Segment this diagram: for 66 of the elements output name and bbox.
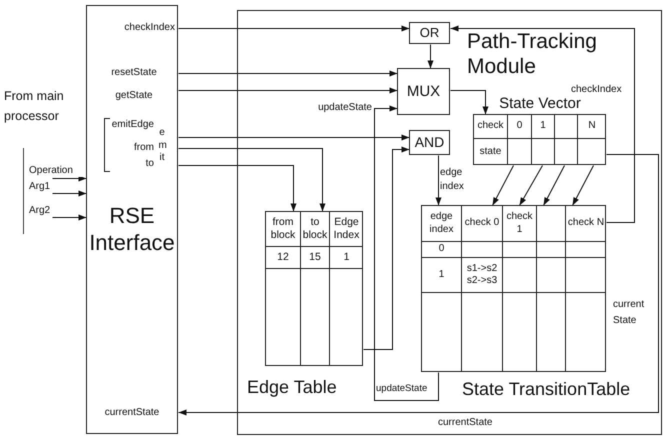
table-cell-text: 0 xyxy=(438,243,446,256)
signal-label: getState xyxy=(114,89,154,103)
connector-arrow xyxy=(572,165,594,206)
table-header-cell-text: Edge Index xyxy=(332,214,360,243)
annotation-label: emit xyxy=(158,126,167,166)
table-header-cell-text: from block xyxy=(270,214,296,243)
interface-block xyxy=(86,5,178,434)
signal-label: currentState xyxy=(104,406,160,420)
connector-arrow xyxy=(543,165,565,206)
connector-arrow xyxy=(52,190,87,196)
block-label: OR xyxy=(418,24,440,42)
annotation-label: From main processor xyxy=(4,88,65,125)
block-label: AND xyxy=(414,133,446,152)
connector-arrow xyxy=(428,44,434,69)
connector-arrow xyxy=(178,148,326,212)
connector-arrow xyxy=(436,155,442,206)
table-header-cell-text: 0 xyxy=(516,119,524,134)
table-cell-text: state xyxy=(478,144,502,159)
multiplexer-block xyxy=(397,68,450,115)
connector-arrow xyxy=(178,154,659,416)
table-header-cell-text: check xyxy=(476,119,505,134)
module-title: Path-Tracking Module xyxy=(467,28,598,80)
table-header-cell-text: check 1 xyxy=(505,210,534,236)
table-header-cell-text: 1 xyxy=(539,119,547,134)
state-vector-table xyxy=(473,114,606,165)
connector-arrow xyxy=(178,134,410,140)
table-title: Edge Table xyxy=(247,376,338,399)
connector-arrow xyxy=(178,26,410,32)
connector-arrow xyxy=(178,70,398,76)
table-title: State Vector xyxy=(498,94,582,113)
edge-label: Operation xyxy=(29,165,83,177)
table-cell-text: 12 xyxy=(276,250,290,265)
logic-gate-block xyxy=(409,130,450,155)
connector-arrow xyxy=(519,165,543,206)
connector-arrow xyxy=(178,88,398,94)
table-cell-text: 1 xyxy=(438,268,446,282)
table-header-cell-text: N xyxy=(587,119,597,134)
table-cell-text: s1->s2 s2->s3 xyxy=(466,262,498,288)
connector-arrow xyxy=(374,106,439,401)
connector-arrow xyxy=(450,90,488,115)
signal-label: current State xyxy=(613,298,646,328)
edge-table xyxy=(265,211,363,366)
block-label: MUX xyxy=(406,82,442,102)
table-header-cell-text: edge index xyxy=(428,210,454,236)
signal-label: from xyxy=(133,141,154,154)
signal-label: emitEdge xyxy=(110,118,154,131)
module-container xyxy=(237,10,662,435)
connector-arrow xyxy=(492,165,514,206)
table-cell-text: 1 xyxy=(342,250,350,265)
connector-arrow xyxy=(450,26,635,223)
connector-arrow xyxy=(363,146,410,350)
table-header-cell-text: check 0 xyxy=(464,216,500,230)
table-title: State TransitionTable xyxy=(462,378,632,401)
block-title: RSE Interface xyxy=(88,202,176,257)
connector-arrow xyxy=(52,214,87,220)
table-header-cell-text: to block xyxy=(302,214,328,243)
logic-gate-block xyxy=(409,22,450,44)
table-cell-text: 15 xyxy=(308,250,322,265)
connector-arrow xyxy=(52,176,87,182)
signal-label: updateState xyxy=(317,101,372,114)
state-transition-table xyxy=(421,205,606,372)
signal-label: to xyxy=(144,157,154,170)
signal-label: resetState xyxy=(110,66,158,80)
connector-arrow xyxy=(178,165,296,212)
table-header-cell-text: check N xyxy=(567,216,605,230)
signal-label: checkIndex xyxy=(123,21,175,35)
